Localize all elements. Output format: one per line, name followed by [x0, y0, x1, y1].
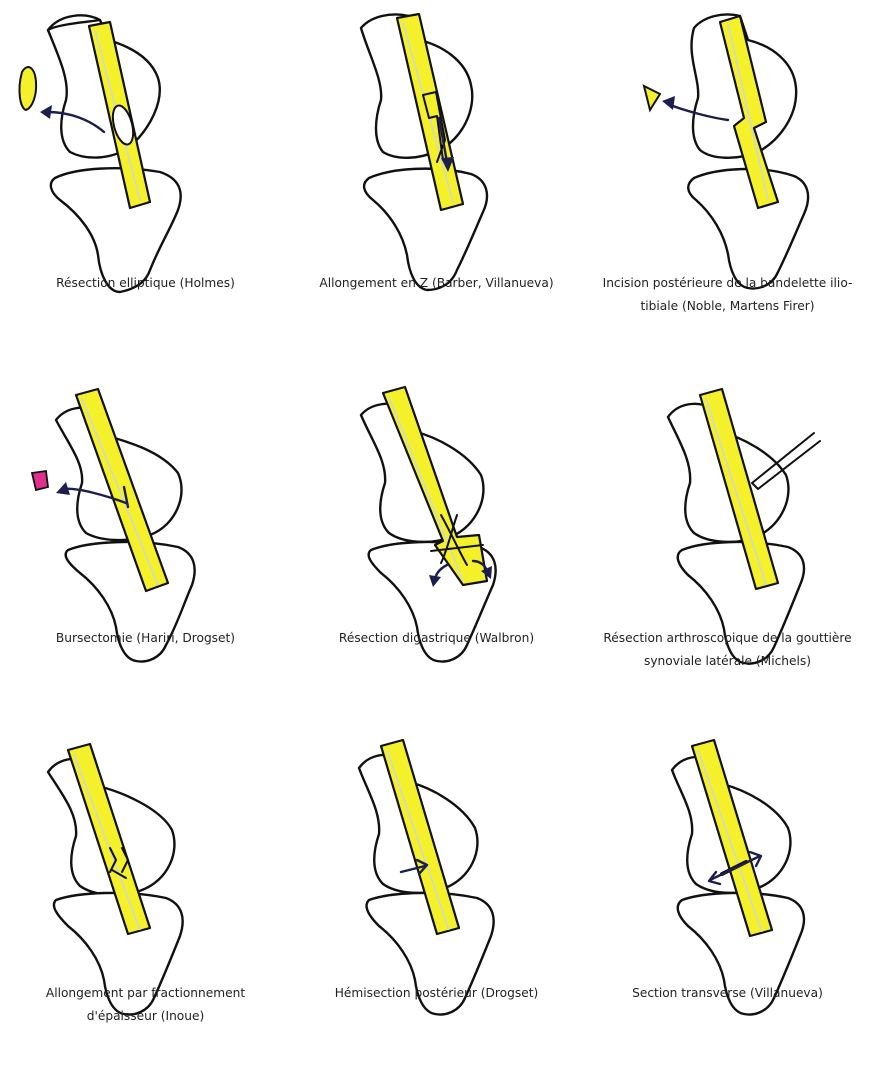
panel-caption: Allongement par fractionnement [0, 984, 291, 1003]
tibia-outline [364, 169, 487, 290]
resected-ellipse-fragment [19, 67, 36, 110]
panel-arthroscopic-resection: Résection arthroscopique de la gouttière… [582, 355, 873, 710]
knee-drawing [291, 355, 582, 670]
arrow-head [56, 482, 70, 495]
tibia-outline [688, 169, 808, 288]
knee-drawing [582, 710, 873, 1025]
knee-drawing [582, 0, 873, 315]
panel-caption: Allongement en Z (Barber, Villanueva) [291, 274, 582, 293]
panel-caption: Résection digastrique (Walbron) [291, 629, 582, 648]
knee-drawing [0, 0, 291, 315]
arrow-head [662, 96, 675, 110]
resected-bursa [32, 471, 48, 490]
panel-caption: Bursectomie (Hariri, Drogset) [0, 629, 291, 648]
knee-drawing [291, 0, 582, 315]
panel-fractional-lengthening: Allongement par fractionnement d'épaisse… [0, 710, 291, 1065]
panel-posterior-incision: Incision postérieure de la bandelette il… [582, 0, 873, 355]
panel-caption: Résection elliptique (Holmes) [0, 274, 291, 293]
panel-caption: Résection arthroscopique de la gouttière [582, 629, 873, 648]
panel-digastric-resection: Résection digastrique (Walbron) [291, 355, 582, 710]
panel-caption: Hémisection postérieur (Drogset) [291, 984, 582, 1003]
panel-bursectomy: Bursectomie (Hariri, Drogset) [0, 355, 291, 710]
knee-drawing [0, 355, 291, 670]
arrow-head [40, 105, 52, 119]
panel-posterior-hemisection: Hémisection postérieur (Drogset) [291, 710, 582, 1065]
panel-caption: Incision postérieure de la bandelette il… [582, 274, 873, 293]
panel-caption-line2: d'épaisseur (Inoue) [0, 1007, 291, 1026]
resected-triangle-fragment [644, 86, 660, 110]
panel-caption-line2: tibiale (Noble, Martens Firer) [582, 297, 873, 316]
panel-elliptical-resection: Résection elliptique (Holmes) [0, 0, 291, 355]
knee-drawing [582, 355, 873, 670]
panel-z-lengthening: Allongement en Z (Barber, Villanueva) [291, 0, 582, 355]
panel-caption: Section transverse (Villanueva) [582, 984, 873, 1003]
knee-drawing [291, 710, 582, 1025]
panel-transverse-section: Section transverse (Villanueva) [582, 710, 873, 1065]
knee-drawing [0, 710, 291, 1025]
panel-caption-line2: synoviale latérale (Michels) [582, 652, 873, 671]
